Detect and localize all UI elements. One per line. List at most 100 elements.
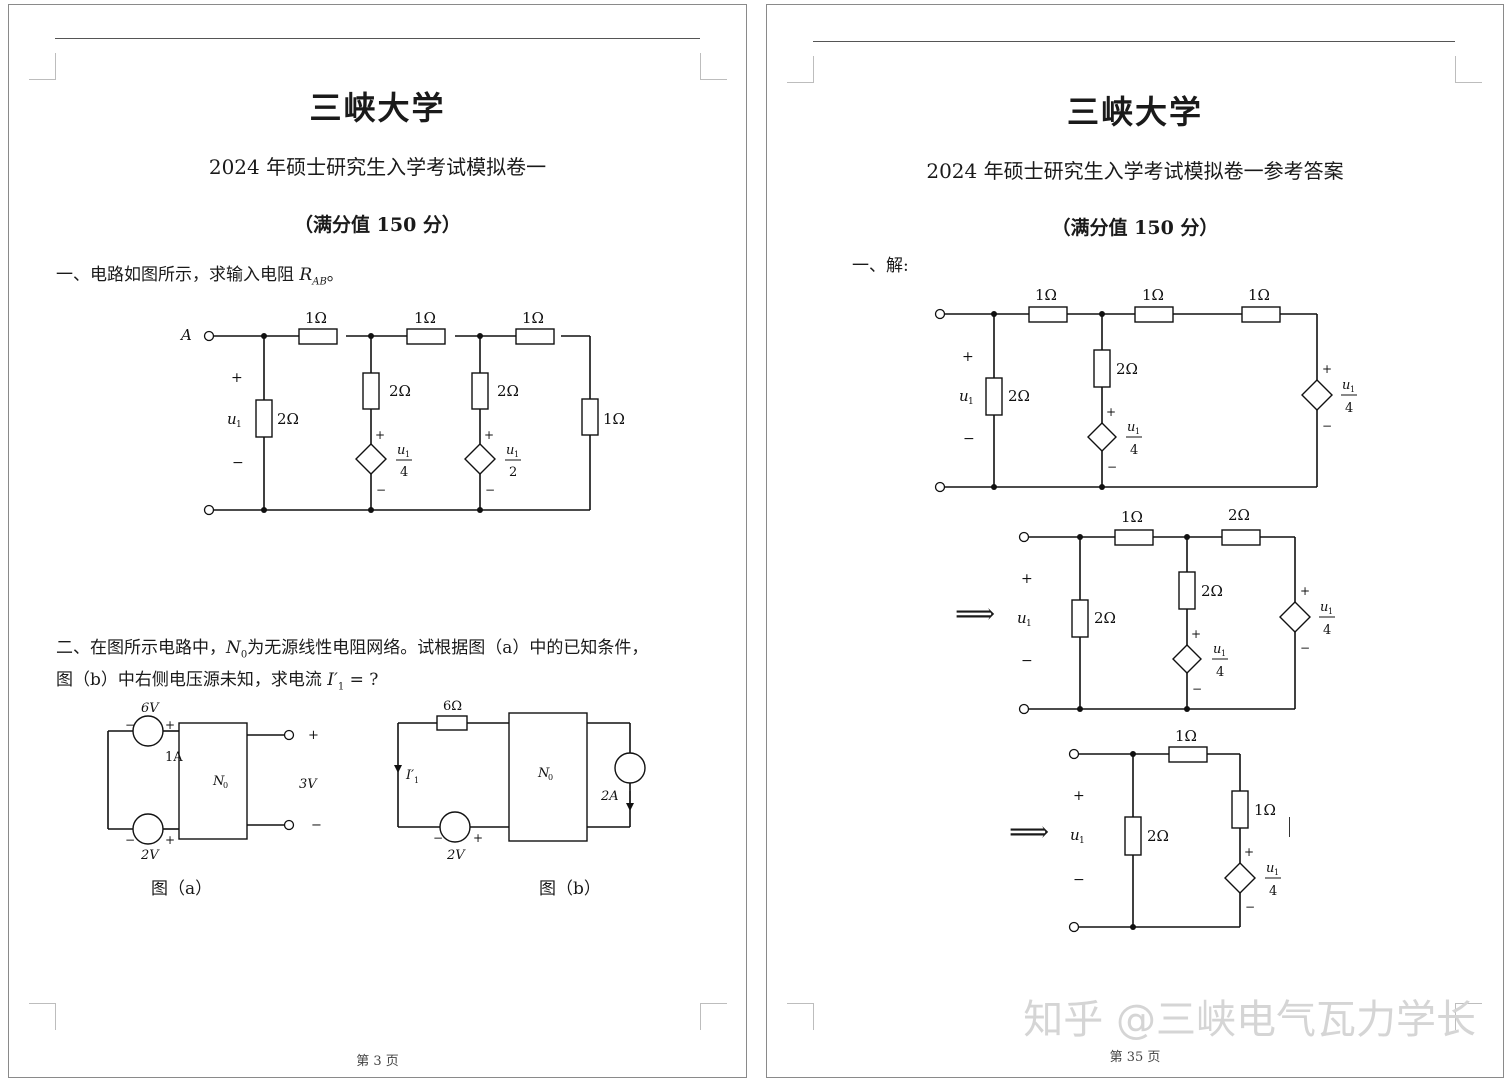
v2-label: 2V — [140, 848, 160, 863]
frac-num: u — [1320, 600, 1328, 615]
minus-sign: − — [125, 833, 135, 847]
plus-sign: + — [1106, 405, 1116, 419]
n0-label: N — [537, 766, 550, 781]
solution-label: 一、解: — [852, 256, 909, 276]
r-label: 1Ω — [1254, 801, 1276, 819]
minus-sign: − — [232, 455, 244, 471]
n0-sub: 0 — [223, 781, 228, 790]
frac-den: 4 — [400, 465, 408, 480]
r-label: 2Ω — [1201, 582, 1223, 600]
r-label: 1Ω — [1248, 286, 1270, 304]
frac-sub: 1 — [1350, 385, 1355, 394]
circuit-q1: A 1Ω 1Ω 1Ω 2Ω 2Ω 2Ω 1Ω + u 1 − + − + − u… — [179, 309, 625, 516]
plus-sign: + — [484, 428, 494, 442]
crop-mark — [29, 53, 56, 80]
circuit-fig-b: 6Ω I′ 1 N 0 2A − + 2V — [394, 699, 646, 863]
frac-num: u — [397, 443, 405, 458]
question-2-line-1: 二、在图所示电路中，N0为无源线性电阻网络。试根据图（a）中的已知条件， — [56, 633, 648, 660]
plus-sign: + — [473, 831, 483, 845]
plus-sign: + — [1073, 788, 1085, 804]
i2a-label: 2A — [600, 789, 619, 804]
frac-den: 2 — [509, 465, 517, 480]
r-label: 2Ω — [1228, 506, 1250, 524]
solution-circuit-1: 1Ω 1Ω 1Ω 2Ω 2Ω + u 1 − + − u 1 4 + − u 1… — [934, 286, 1357, 493]
q2-subscript: 1 — [337, 681, 345, 693]
frac-den: 4 — [1345, 401, 1353, 416]
minus-sign: − — [1107, 460, 1117, 474]
minus-sign: − — [125, 718, 135, 732]
q2-text: 图（b）中右侧电压源未知，求电流 — [56, 670, 328, 690]
minus-sign: − — [485, 483, 495, 497]
answer-title: 2024 年硕士研究生入学考试模拟卷一参考答案 — [926, 159, 1344, 183]
question-1: 一、电路如图所示，求输入电阻 RAB。 — [56, 260, 344, 287]
n0-sub: 0 — [548, 773, 553, 782]
frac-num: u — [1127, 420, 1135, 435]
crop-mark — [1455, 1003, 1482, 1030]
u1-sub: 1 — [1079, 836, 1085, 846]
node-a-label: A — [179, 326, 192, 344]
plus-sign: + — [1021, 571, 1033, 587]
frac-den: 4 — [1130, 443, 1138, 458]
frac-sub: 1 — [405, 450, 410, 459]
minus-sign: − — [311, 818, 322, 833]
header-rule — [813, 41, 1455, 42]
u1-label: u — [227, 410, 237, 428]
q2-subscript: 0 — [240, 649, 248, 661]
plus-sign: + — [1244, 845, 1254, 859]
r-label: 2Ω — [389, 382, 411, 400]
frac-den: 4 — [1323, 623, 1331, 638]
circuit-fig-a: 6V − + 1A N 0 + 3V − − + 2V — [107, 701, 322, 863]
u1-label: u — [1017, 609, 1027, 627]
minus-sign: − — [1021, 653, 1033, 669]
n0-label: N — [212, 774, 225, 789]
u1-sub: 1 — [1026, 619, 1032, 629]
figure-a-caption: 图（a） — [151, 879, 213, 899]
minus-sign: − — [963, 431, 975, 447]
minus-sign: − — [1300, 641, 1310, 655]
exam-title: 2024 年硕士研究生入学考试模拟卷一 — [208, 155, 547, 179]
exam-page-right: 三峡大学 2024 年硕士研究生入学考试模拟卷一参考答案 （满分值 150 分）… — [766, 4, 1504, 1078]
q2-text: 为无源线性电阻网络。试根据图（a）中的已知条件， — [247, 638, 649, 658]
crop-mark — [787, 56, 814, 83]
r-label: 1Ω — [1175, 727, 1197, 745]
q2-text: 二、在图所示电路中， — [56, 638, 226, 658]
frac-num: u — [1342, 378, 1350, 393]
plus-sign: + — [165, 718, 175, 732]
q1-subscript: AB — [312, 276, 327, 288]
r-label: 1Ω — [603, 410, 625, 428]
v3-label: 3V — [299, 777, 318, 792]
minus-sign: − — [376, 483, 386, 497]
crop-mark — [1455, 56, 1482, 83]
question-2-line-2: 图（b）中右侧电压源未知，求电流 I′1 = ? — [56, 665, 378, 692]
plus-sign: + — [962, 349, 974, 365]
score-note: （满分值 150 分） — [1051, 217, 1219, 239]
crop-mark — [700, 53, 727, 80]
i1p-label: I′ — [405, 768, 414, 783]
text-cursor — [1289, 817, 1290, 837]
crop-mark — [29, 1003, 56, 1030]
frac-sub: 1 — [1221, 649, 1226, 658]
score-note: （满分值 150 分） — [294, 214, 461, 236]
plus-sign: + — [165, 833, 175, 847]
minus-sign: − — [1192, 682, 1202, 696]
r-label: 1Ω — [414, 309, 436, 327]
frac-num: u — [1266, 861, 1274, 876]
frac-den: 4 — [1269, 884, 1277, 899]
arrow-implies: ⟹ — [1009, 815, 1050, 848]
r-label: 1Ω — [1035, 286, 1057, 304]
q1-suffix: 。 — [326, 265, 344, 285]
frac-num: u — [506, 443, 514, 458]
r6-label: 6Ω — [443, 699, 462, 714]
i1a-label: 1A — [165, 750, 183, 765]
u1-sub: 1 — [236, 420, 242, 430]
frac-sub: 1 — [514, 450, 519, 459]
minus-sign: − — [1322, 419, 1332, 433]
frac-sub: 1 — [1328, 607, 1333, 616]
page-number: 第 35 页 — [1109, 1050, 1161, 1065]
plus-sign: + — [1322, 362, 1332, 376]
arrow-implies: ⟹ — [955, 597, 996, 630]
q2-symbol: N — [226, 638, 241, 658]
figure-b-caption: 图（b） — [539, 879, 601, 899]
university-title: 三峡大学 — [309, 89, 446, 127]
crop-mark — [787, 1003, 814, 1030]
